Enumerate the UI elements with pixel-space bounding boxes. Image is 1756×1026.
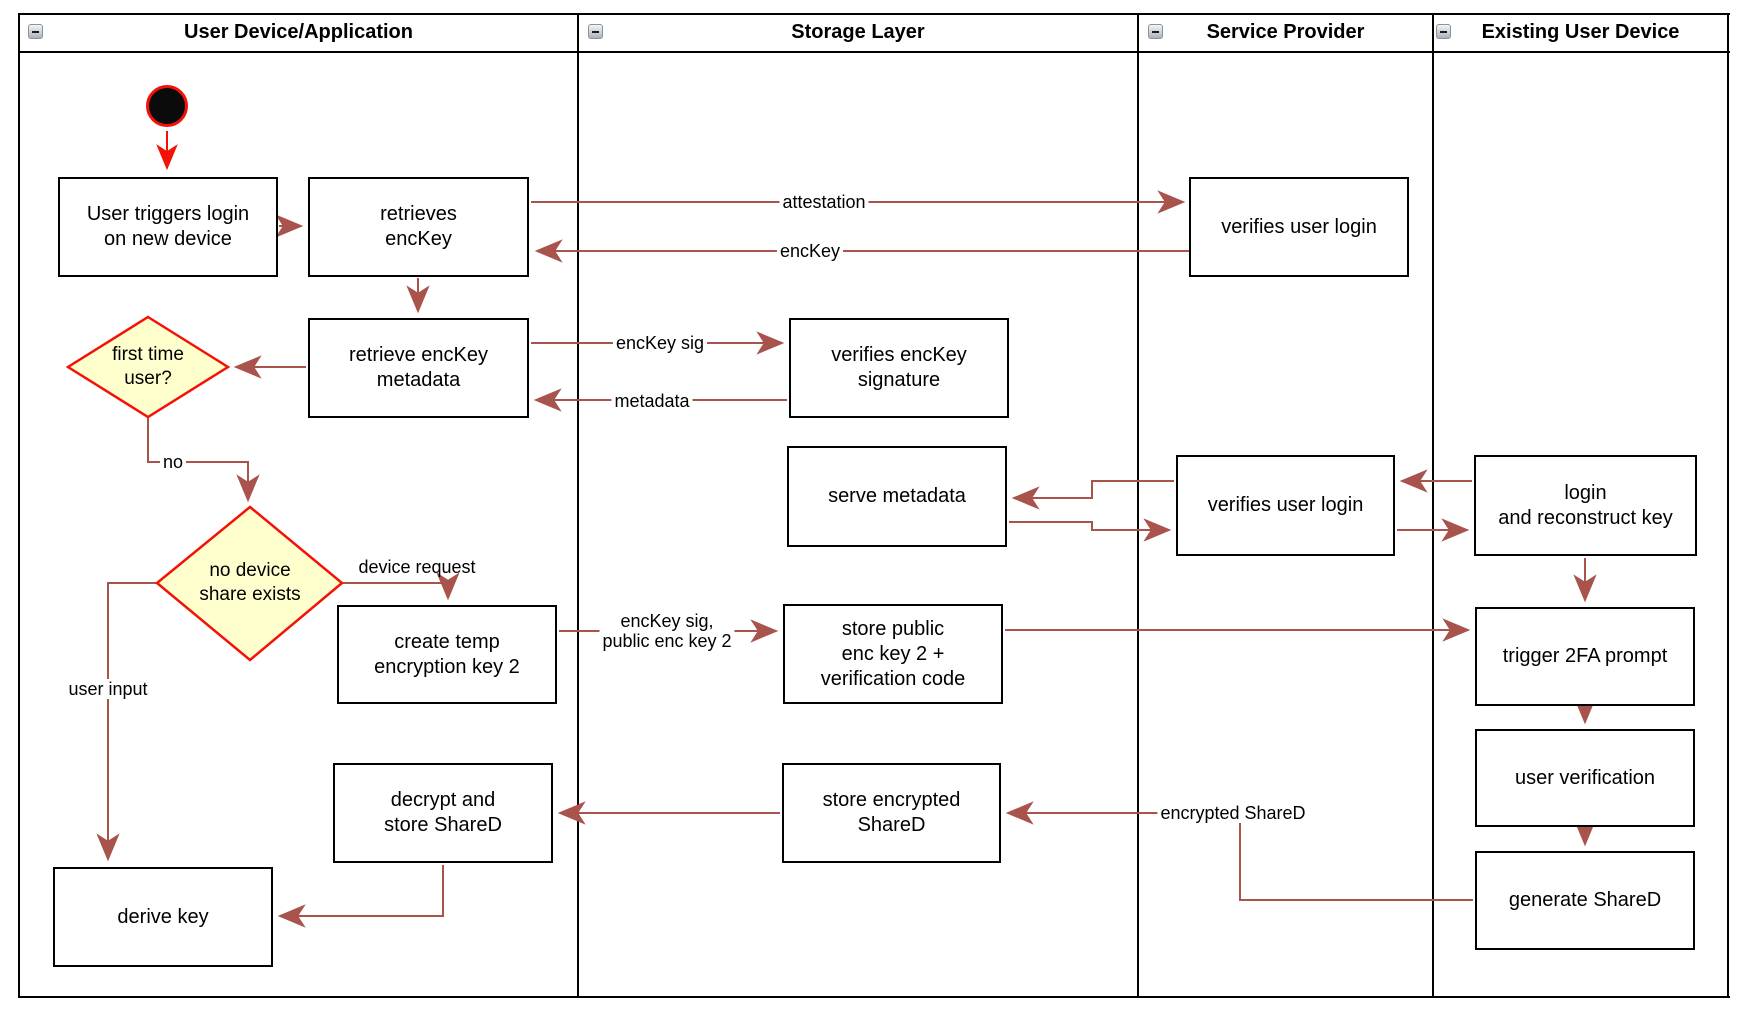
edge-decrypt-to-derivekey[interactable]: [277, 865, 444, 928]
decision-no-device-share[interactable]: [155, 505, 344, 662]
lane-header-underline: [18, 51, 1730, 53]
pool-border-right: [1727, 13, 1729, 998]
activity-derive-key[interactable]: derive key: [53, 867, 273, 967]
collapse-icon[interactable]: [588, 24, 603, 39]
activity-create-temp-key[interactable]: create temp encryption key 2: [337, 605, 557, 704]
edge-label-no: no: [159, 452, 187, 472]
edge-label-user-input: user input: [65, 679, 151, 699]
minus-glyph: [1440, 30, 1447, 33]
lane-header-storage-layer[interactable]: Storage Layer: [791, 21, 925, 43]
edge-encrypted-shared[interactable]: [1005, 801, 1473, 901]
edge-label-attestation: attestation: [779, 192, 869, 212]
edge-label-enckey: encKey: [776, 241, 844, 261]
edge-device-request[interactable]: [343, 572, 460, 601]
collapse-icon[interactable]: [1436, 24, 1451, 39]
edge-user-input[interactable]: [96, 582, 156, 862]
lane-header-user-device[interactable]: User Device/Application: [184, 21, 413, 43]
pool-border-left: [18, 13, 20, 998]
minus-glyph: [1152, 30, 1159, 33]
edge-no-branch[interactable]: [147, 418, 260, 503]
pool-border-top: [18, 13, 1730, 15]
activity-retrieves-enckey[interactable]: retrieves encKey: [308, 177, 529, 277]
activity-decrypt-store-shared[interactable]: decrypt and store ShareD: [333, 763, 553, 863]
edge-sp-to-servemetadata[interactable]: [1011, 480, 1174, 510]
initial-node[interactable]: [146, 85, 188, 127]
edge-label-encrypted-shared: encrypted ShareD: [1157, 803, 1309, 823]
minus-glyph: [592, 30, 599, 33]
pool-border-bottom: [18, 996, 1730, 998]
edge-label-metadata: metadata: [611, 391, 693, 411]
activity-user-verification[interactable]: user verification: [1475, 729, 1695, 827]
activity-login-reconstruct-key[interactable]: login and reconstruct key: [1474, 455, 1697, 556]
collapse-icon[interactable]: [28, 24, 43, 39]
activity-generate-shared[interactable]: generate ShareD: [1475, 851, 1695, 950]
activity-retrieve-enckey-metadata[interactable]: retrieve encKey metadata: [308, 318, 529, 418]
lane-header-existing-device[interactable]: Existing User Device: [1481, 21, 1680, 43]
activity-serve-metadata[interactable]: serve metadata: [787, 446, 1007, 547]
lane-divider-3: [1432, 13, 1434, 998]
lane-divider-1: [577, 13, 579, 998]
activity-verifies-enckey-signature[interactable]: verifies encKey signature: [789, 318, 1009, 418]
decision-label-first-time-user: first time user?: [112, 344, 184, 389]
decision-label-no-device-share: no device share exists: [199, 560, 301, 605]
decision-first-time-user[interactable]: [65, 315, 231, 419]
activity-trigger-2fa-prompt[interactable]: trigger 2FA prompt: [1475, 607, 1695, 706]
activity-user-triggers-login[interactable]: User triggers login on new device: [58, 177, 278, 277]
activity-verifies-user-login-top[interactable]: verifies user login: [1189, 177, 1409, 277]
activity-verifies-user-login-mid[interactable]: verifies user login: [1176, 455, 1395, 556]
activity-store-public-key[interactable]: store public enc key 2 + verification co…: [783, 604, 1003, 704]
lane-divider-2: [1137, 13, 1139, 998]
edge-label-device-request: device request: [358, 557, 476, 577]
minus-glyph: [32, 30, 39, 33]
edge-servemetadata-to-sp[interactable]: [1009, 518, 1172, 542]
lane-header-service-provider[interactable]: Service Provider: [1206, 21, 1365, 43]
activity-store-encrypted-shared[interactable]: store encrypted ShareD: [782, 763, 1001, 863]
edge-label-enckey-sig: encKey sig: [612, 333, 708, 353]
edge-label-enckey-sig-public: encKey sig, public enc key 2: [599, 611, 735, 651]
collapse-icon[interactable]: [1148, 24, 1163, 39]
